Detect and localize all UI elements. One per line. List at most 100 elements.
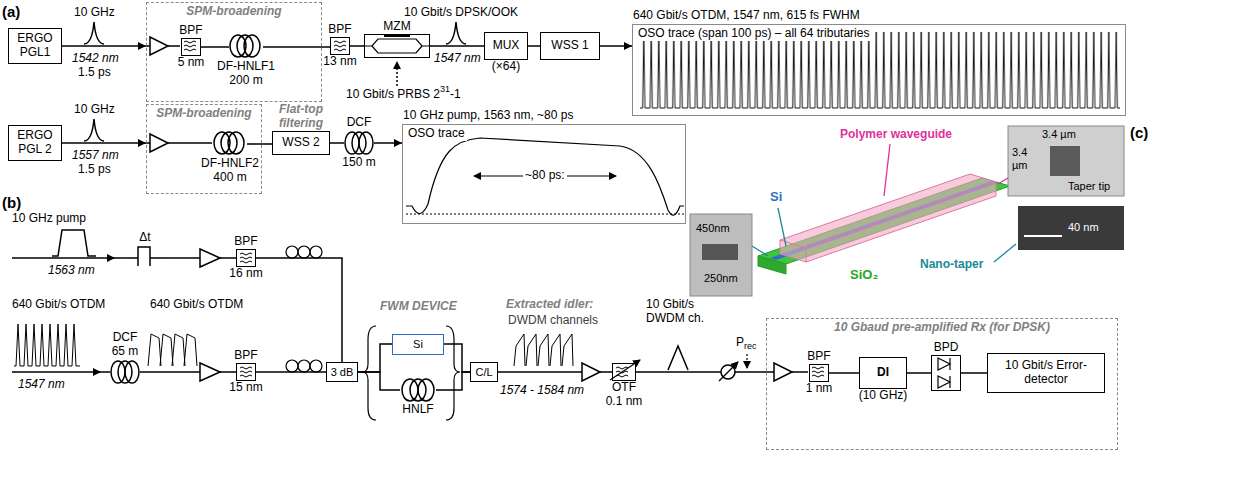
group-heading: SPM-broadening (147, 5, 321, 19)
filter-box: BPF13 nm (330, 37, 350, 55)
annotation-label: 1547 nm (434, 52, 481, 66)
text-group: 10 Gbaud pre-amplified Rx (for DPSK) (767, 321, 1117, 335)
component-label: 1 nm (806, 382, 833, 396)
fiber-line (961, 372, 987, 374)
text-group: DI (860, 358, 906, 388)
text-group: SPM-broadening (147, 107, 261, 121)
text-group: WSS 2 (273, 132, 329, 154)
fiber-line (256, 258, 342, 362)
text-group: BPF (234, 349, 257, 364)
filter-box: BPF16 nm (236, 249, 256, 267)
mux-box: MUX(×64) (484, 32, 528, 60)
component-label: 15 nm (229, 381, 262, 395)
coupler-box: 3 dB (326, 362, 358, 382)
annotation-label: 250nm (704, 272, 738, 285)
annotation-label: 10 Gbit/s PRBS 2 (346, 88, 440, 102)
arrowhead (138, 139, 146, 147)
fiber-line (358, 372, 400, 390)
fiber-line (62, 45, 146, 47)
text-group: OTF0.1 nm (606, 380, 643, 409)
text-group: ERGO PGL 2 (9, 126, 61, 160)
text-group: Si (393, 335, 443, 354)
scope-panel: 640 Gbit/s OTDM, 1547 nm, 615 fs FWHMOSO… (632, 24, 1126, 116)
annotation-label: 3.4 µm (1042, 128, 1076, 141)
fiber-connector (600, 42, 632, 50)
fiber-connector (256, 258, 342, 362)
component-label: DF-HNLF1 (217, 60, 275, 74)
error-detector: 10 Gbit/s Error-detector (987, 353, 1105, 393)
group-heading: SPM-broadening (147, 107, 261, 121)
fiber-connector (436, 372, 470, 390)
component-label: (10 GHz) (859, 389, 908, 403)
annotation-label: 3.4 µm (1012, 146, 1042, 171)
fiber-connector (330, 143, 344, 144)
annotation-label: Taper tip (1068, 180, 1110, 193)
fiber-connector (374, 139, 402, 147)
text-group: WSS 1 (541, 33, 599, 59)
box-label: MUX (493, 39, 520, 53)
filter-box: C/L (470, 362, 498, 382)
component-label: BPF (328, 23, 351, 37)
fiber-connector (358, 372, 400, 390)
wss-box: WSS 1 (540, 32, 600, 60)
component-label: OSO trace (span 100 ps) – all 64 tributa… (638, 27, 869, 41)
fiber-line (358, 344, 392, 372)
component-label: 400 m (201, 171, 259, 185)
text-group: Flat-top filtering (266, 103, 336, 132)
annotation-label: 1574 - 1584 nm (500, 384, 584, 398)
text-group: 1 nm (806, 381, 833, 396)
component-label: BPF (234, 349, 257, 363)
text-group: BPF (807, 350, 830, 365)
annotation-label: rec (744, 341, 757, 351)
fiber-connector (247, 144, 272, 145)
fiber-connector (263, 47, 330, 48)
annotation-label: FWM DEVICE (380, 300, 457, 314)
fiber-connector (907, 373, 931, 374)
annotation-label: 10 GHz pump (12, 212, 86, 226)
annotation-label: 1542 nm (72, 52, 119, 66)
group-heading: 640 Gbit/s OTDM, 1547 nm, 615 fs FWHM (633, 9, 860, 23)
annotation-label: 10 GHz (74, 103, 115, 117)
component-label: BPF (179, 24, 202, 38)
box-label: ERGO PGL1 (9, 32, 61, 60)
fiber-line (62, 142, 146, 144)
annotation-label: 1557 nm (72, 149, 119, 163)
text-group: BPD (934, 341, 959, 356)
fiber-line (829, 372, 859, 374)
annotation-label: Extracted idler: (506, 298, 593, 312)
annotation-label: 640 Gbit/s OTDM (12, 298, 105, 312)
fiber-line (436, 372, 470, 390)
annotation-label: 40 nm (1068, 221, 1099, 234)
annotation-label: Si (770, 190, 782, 205)
annotation-label: Nano-taper (920, 258, 983, 272)
annotation-label: ~80 ps: (523, 169, 567, 183)
fiber-connector (961, 373, 987, 374)
component-label: Flat-top filtering (266, 103, 336, 131)
fiber-connector (358, 344, 392, 372)
component-label: HNLF (402, 403, 433, 417)
component-label: 13 nm (323, 55, 356, 69)
fiber-line (528, 45, 540, 47)
panel-letter: (c) (1130, 124, 1148, 141)
fiber-line (350, 45, 364, 47)
text-group: (10 GHz) (859, 388, 908, 403)
text-group: OSO trace (span 100 ps) – all 64 tributa… (636, 27, 871, 41)
annotation-label: 1.5 ps (78, 66, 111, 80)
fiber-connector (829, 373, 859, 374)
text-group: 10 GHz pump, 1563 nm, ~80 ps (403, 109, 573, 125)
component-label: OSO trace (408, 127, 465, 141)
fiber-connector (444, 344, 470, 372)
text-group: ERGO PGL1 (9, 29, 61, 63)
component-label: Δt (139, 231, 150, 245)
fiber-line (444, 344, 470, 372)
fiber-coil: DF-HNLF2400 m (213, 132, 247, 156)
text-group: MZM (383, 20, 410, 35)
arrowhead (138, 42, 146, 50)
text-group: BPF (234, 235, 257, 250)
component-label: DCF (112, 331, 139, 345)
fiber-line (162, 257, 236, 259)
fiber-coil: HNLF (400, 378, 436, 402)
annotation-label: 10 GHz (74, 6, 115, 20)
text-group: 3 dB (327, 363, 357, 381)
